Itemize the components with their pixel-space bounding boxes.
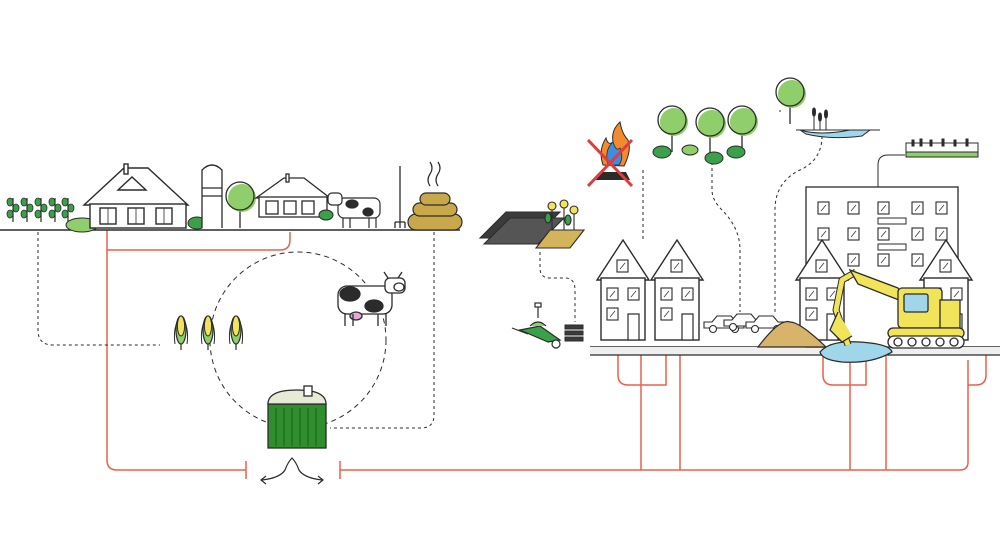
crossed-fire-icon	[586, 121, 634, 188]
park-trees-icon	[652, 105, 759, 165]
crop-rows-icon	[6, 197, 75, 223]
pitchfork-icon	[394, 166, 406, 228]
farmhouse-icon	[82, 163, 190, 229]
wheelbarrow-icon	[511, 302, 562, 349]
bush-icon	[318, 209, 334, 221]
double-arrow-icon	[260, 457, 324, 485]
cow-icon	[327, 192, 381, 228]
green-roof-icon	[905, 138, 979, 158]
tree-icon	[225, 181, 257, 229]
row-houses-icon	[597, 240, 703, 340]
flower-bed-icon	[534, 199, 586, 249]
silo-icon	[201, 164, 223, 228]
cow-icon	[337, 271, 406, 326]
red-pipe-network	[106, 230, 987, 479]
corn-icon	[173, 315, 244, 351]
wetland-icon	[775, 77, 880, 139]
sand-pile-icon	[756, 320, 828, 348]
digester-icon	[267, 385, 327, 449]
barn-icon	[253, 173, 332, 218]
building-link-line	[877, 154, 905, 187]
manure-pile-icon	[407, 161, 463, 231]
dashed-flow-lines	[37, 110, 823, 429]
paver-stack-icon	[564, 324, 584, 342]
excavator-icon	[819, 268, 965, 363]
